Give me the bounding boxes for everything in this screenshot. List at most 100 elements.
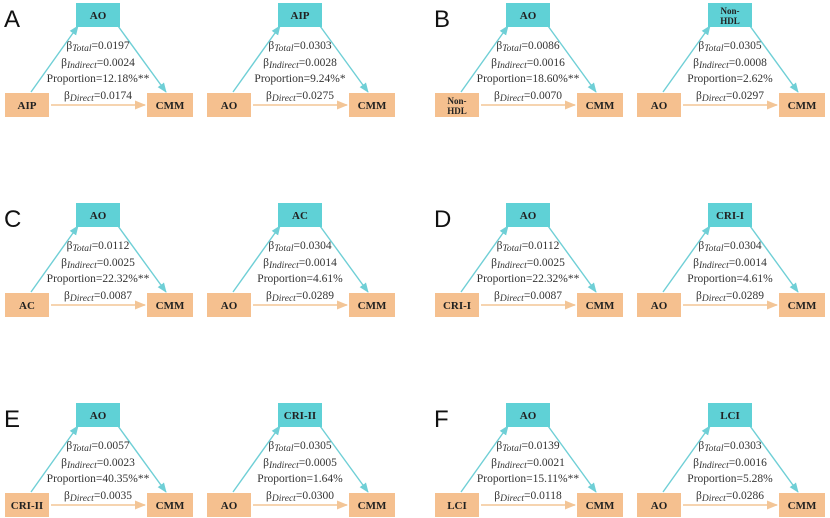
exposure-box-label: AO [651, 300, 668, 312]
mediator-box-shape [76, 3, 120, 27]
exposure-box: AIP [5, 93, 49, 117]
exposure-box-label: AO [221, 300, 238, 312]
beta-total-text: βTotal=0.0304 [698, 240, 761, 254]
mediator-box-shape [278, 3, 322, 27]
exposure-box: CRI-II [5, 493, 49, 517]
beta-direct-text: βDirect=0.0070 [494, 90, 562, 104]
exposure-box: AO [637, 293, 681, 317]
mediator-box-shape [76, 403, 120, 427]
exposure-box-shape [207, 93, 251, 117]
outcome-box-label: CMM [586, 300, 615, 312]
mediator-box: AIP [278, 3, 322, 27]
exposure-box-shape [5, 493, 49, 517]
beta-indirect-text: βIndirect=0.0028 [263, 57, 337, 71]
arrow-mediator-to-outcome [319, 25, 369, 93]
arrow-exposure-to-mediator [460, 425, 509, 493]
outcome-box-shape [779, 493, 825, 517]
exposure-box-shape [435, 493, 479, 517]
beta-indirect-text: βIndirect=0.0025 [61, 257, 135, 271]
mediator-box-shape [708, 203, 752, 227]
beta-total-text: βTotal=0.0304 [268, 240, 331, 254]
arrow-mediator-to-outcome [749, 425, 799, 493]
arrow-mediator-to-outcome [749, 25, 799, 93]
outcome-box-shape [349, 493, 395, 517]
panel-letter: A [4, 6, 20, 33]
beta-total-text: βTotal=0.0197 [66, 40, 129, 54]
outcome-box: CMM [147, 493, 193, 517]
arrow-mediator-to-outcome [547, 25, 597, 93]
panel-letter: D [434, 206, 451, 233]
mediator-box: CRI-I [708, 203, 752, 227]
arrow-mediator-to-outcome [319, 425, 369, 493]
outcome-box-label: CMM [788, 100, 817, 112]
beta-total-text: βTotal=0.0139 [496, 440, 559, 454]
outcome-box-label: CMM [156, 300, 185, 312]
arrow-mediator-to-outcome [547, 225, 597, 293]
outcome-box-label: CMM [358, 100, 387, 112]
mediator-box-label: AO [520, 410, 537, 422]
outcome-box-label: CMM [788, 300, 817, 312]
exposure-box-shape [637, 93, 681, 117]
beta-indirect-text: βIndirect=0.0016 [491, 57, 565, 71]
arrow-exposure-to-mediator [662, 225, 711, 293]
outcome-box-label: CMM [156, 100, 185, 112]
beta-indirect-text: βIndirect=0.0021 [491, 457, 565, 471]
outcome-box: CMM [779, 293, 825, 317]
beta-direct-text: βDirect=0.0087 [494, 290, 562, 304]
mediator-box: AO [506, 203, 550, 227]
exposure-box-shape [435, 93, 479, 117]
exposure-box: LCI [435, 493, 479, 517]
mediator-box-shape [708, 403, 752, 427]
mediator-box: Non-HDLNon-HDL [708, 3, 752, 27]
outcome-box-shape [349, 293, 395, 317]
mediator-box-label: LCI [720, 410, 740, 422]
beta-direct-text: βDirect=0.0289 [266, 290, 334, 304]
exposure-box-label: AIP [18, 100, 37, 112]
exposure-box-label: AO [651, 100, 668, 112]
proportion-text: Proportion=5.28% [687, 473, 773, 485]
beta-direct-text: βDirect=0.0297 [696, 90, 764, 104]
beta-direct-text: βDirect=0.0087 [64, 290, 132, 304]
mediator-box-label: AO [90, 10, 107, 22]
beta-direct-text: βDirect=0.0174 [64, 90, 132, 104]
exposure-box-label: AO [221, 500, 238, 512]
beta-total-text: βTotal=0.0086 [496, 40, 559, 54]
exposure-box-label: AC [19, 300, 35, 312]
mediator-box-shape [506, 403, 550, 427]
beta-total-text: βTotal=0.0303 [268, 40, 331, 54]
mediator-box-shape [708, 3, 752, 27]
mediator-box-label: AO [520, 210, 537, 222]
mediator-box: AC [278, 203, 322, 227]
exposure-box: CRI-I [435, 293, 479, 317]
panel-letter: E [4, 406, 20, 433]
exposure-box-shape [5, 293, 49, 317]
outcome-box-label: CMM [358, 300, 387, 312]
outcome-box-label: CMM [358, 500, 387, 512]
beta-indirect-text: βIndirect=0.0014 [693, 257, 767, 271]
outcome-box: CMM [147, 293, 193, 317]
arrow-mediator-to-outcome [319, 225, 369, 293]
proportion-text: Proportion=12.18%** [47, 73, 150, 85]
outcome-box-shape [577, 93, 623, 117]
proportion-text: Proportion=1.64% [257, 473, 343, 485]
exposure-box: AC [5, 293, 49, 317]
exposure-box-shape [207, 293, 251, 317]
exposure-box: AO [637, 493, 681, 517]
beta-direct-text: βDirect=0.0118 [494, 490, 562, 504]
proportion-text: Proportion=18.60%** [477, 73, 580, 85]
arrow-exposure-to-mediator [30, 25, 79, 93]
arrow-exposure-to-mediator [460, 225, 509, 293]
exposure-box: AO [207, 93, 251, 117]
arrow-mediator-to-outcome [117, 425, 167, 493]
